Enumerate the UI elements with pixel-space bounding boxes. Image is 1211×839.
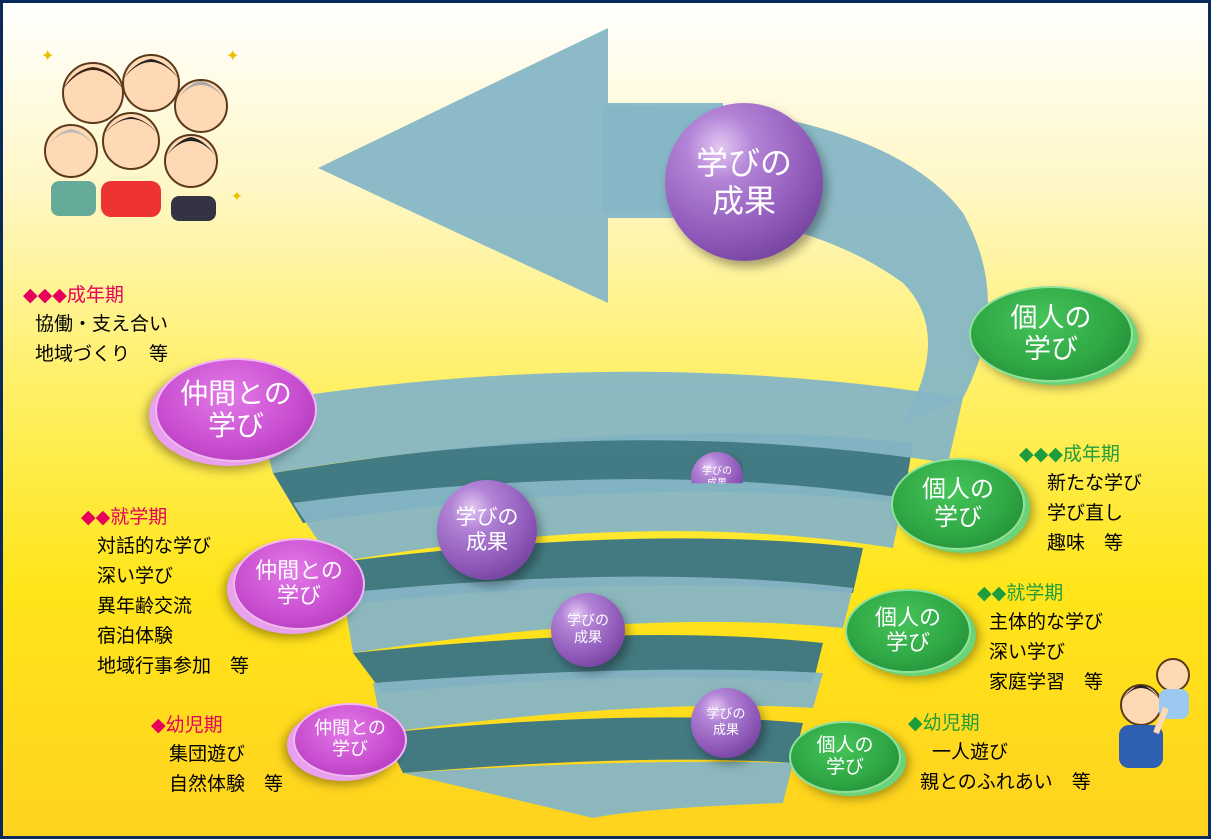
left-label-infant: ◆幼児期 集団遊び 自然体験 等: [151, 711, 283, 799]
svg-text:✦: ✦: [226, 46, 239, 65]
peer-learning-node-infant: 仲間との 学び: [293, 703, 407, 777]
outcome-sphere-mid-large: 学びの 成果: [437, 480, 537, 580]
outcome-sphere-top: 学びの 成果: [665, 103, 823, 261]
right-infant-line-2: 親とのふれあい 等: [920, 771, 1091, 793]
right-school-line-2: 深い学び: [989, 641, 1066, 663]
left-school-line-4: 宿泊体験: [97, 625, 174, 647]
right-adult-line-1: 新たな学び: [1047, 472, 1143, 494]
left-header-school: ◆◆就学期: [81, 506, 168, 528]
right-header-school: ◆◆就学期: [977, 582, 1064, 604]
right-header-adult: ◆◆◆成年期: [1019, 443, 1120, 465]
left-label-school: ◆◆就学期 対話的な学び 深い学び 異年齢交流 宿泊体験 地域行事参加 等: [81, 503, 249, 681]
right-label-adult: ◆◆◆成年期 新たな学び 学び直し 趣味 等: [1019, 440, 1142, 558]
individual-learning-node-adult: 個人の 学び: [891, 458, 1025, 550]
right-school-line-3: 家庭学習 等: [989, 671, 1104, 693]
left-header-adult: ◆◆◆成年期: [23, 284, 124, 306]
right-adult-line-2: 学び直し: [1047, 502, 1124, 524]
parent-baby-illustration: [1119, 658, 1190, 768]
individual-learning-node-top: 個人の 学び: [969, 286, 1133, 382]
svg-text:✦: ✦: [41, 46, 54, 65]
left-infant-line-1: 集団遊び: [169, 743, 246, 765]
right-label-infant: ◆幼児期 一人遊び 親とのふれあい 等: [908, 709, 1091, 797]
peer-learning-node-school: 仲間との 学び: [233, 538, 365, 630]
left-header-infant: ◆幼児期: [151, 714, 223, 736]
right-infant-line-1: 一人遊び: [932, 741, 1009, 763]
individual-learning-node-school: 個人の 学び: [845, 589, 971, 673]
left-infant-line-2: 自然体験 等: [169, 773, 284, 795]
peer-learning-node-adult: 仲間との 学び: [155, 358, 317, 462]
left-school-line-2: 深い学び: [97, 565, 174, 587]
outcome-sphere-mid-small: 学びの 成果: [551, 593, 625, 667]
left-adult-line-1: 協働・支え合い: [35, 313, 169, 335]
right-school-line-1: 主体的な学び: [989, 611, 1104, 633]
crowd-illustration: ✦ ✦ ✦: [41, 46, 243, 221]
svg-text:✦: ✦: [231, 189, 243, 205]
individual-learning-node-infant: 個人の 学び: [789, 721, 901, 793]
left-school-line-3: 異年齢交流: [97, 595, 193, 617]
right-header-infant: ◆幼児期: [908, 712, 980, 734]
arrow-head: [318, 28, 723, 303]
left-school-line-5: 地域行事参加 等: [97, 655, 250, 677]
left-adult-line-2: 地域づくり 等: [35, 343, 169, 365]
left-label-adult: ◆◆◆成年期 協働・支え合い 地域づくり 等: [23, 281, 168, 369]
outcome-sphere-low-small: 学びの 成果: [691, 688, 761, 758]
left-school-line-1: 対話的な学び: [97, 535, 212, 557]
right-adult-line-3: 趣味 等: [1047, 532, 1124, 554]
right-label-school: ◆◆就学期 主体的な学び 深い学び 家庭学習 等: [977, 579, 1103, 697]
